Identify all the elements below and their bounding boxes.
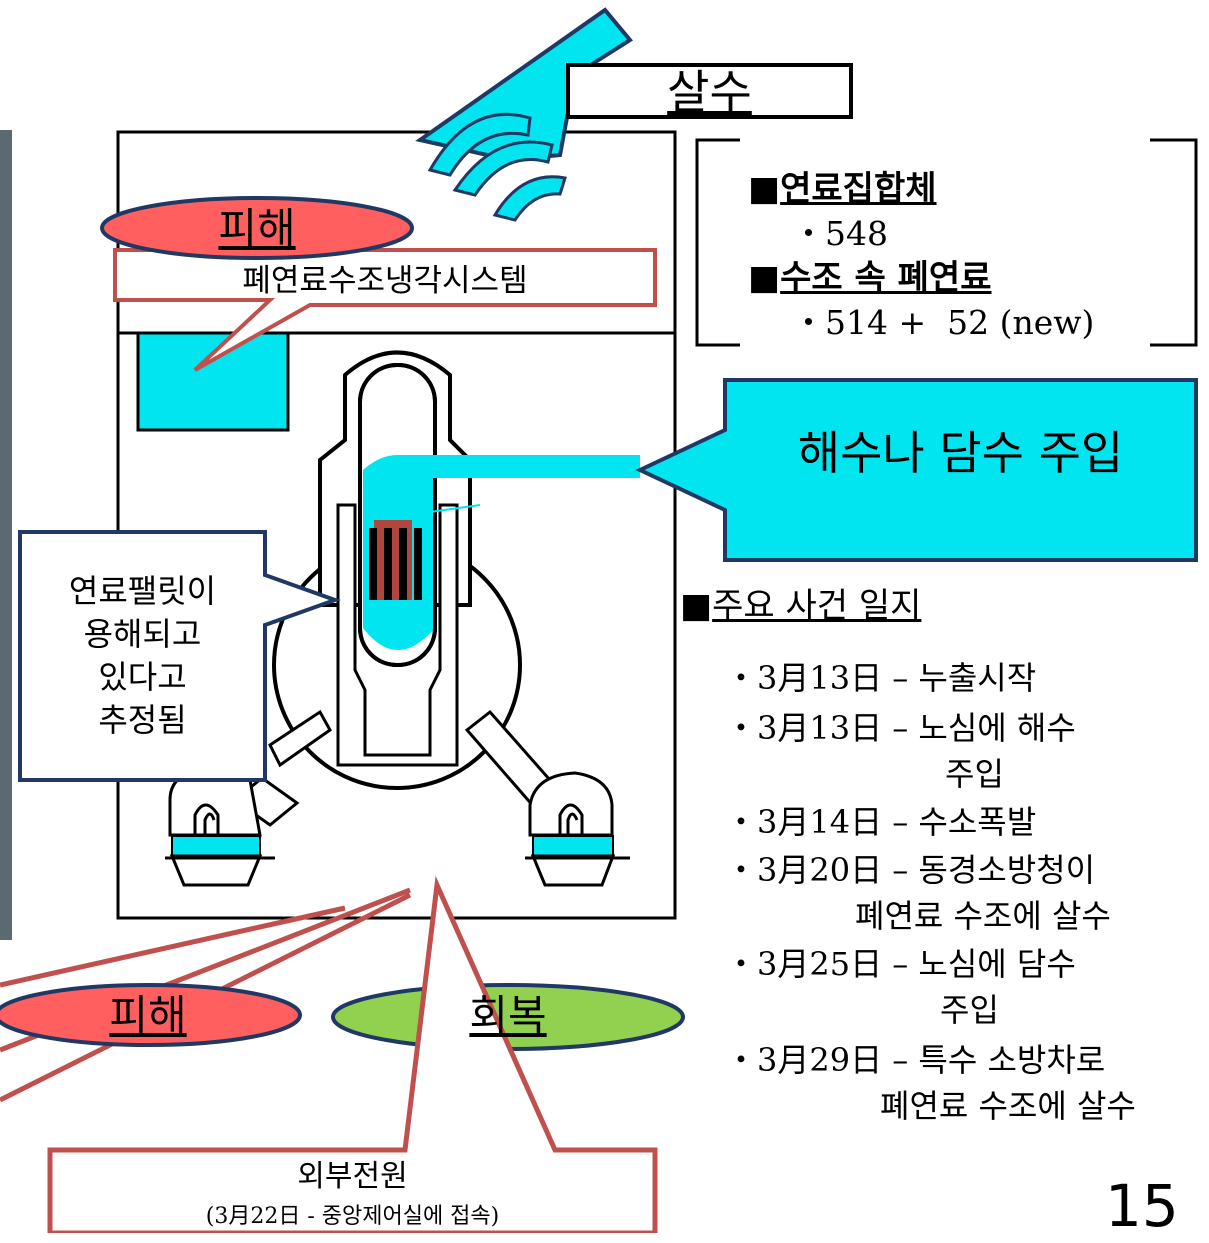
pool-heading: ■수조 속 폐연료 <box>748 258 992 298</box>
background-photo-strip <box>0 130 12 940</box>
spray-stream <box>427 112 532 177</box>
event-line: 주입 <box>945 755 1004 793</box>
fuel-rod <box>369 528 377 600</box>
events-heading: ■주요 사건 일지 <box>680 586 922 626</box>
pool-heading-text: 수조 속 폐연료 <box>780 258 992 298</box>
spray-label: 살수 <box>667 65 752 119</box>
damage-label-bottom: 피해 <box>109 991 187 1040</box>
fuel-rod <box>414 528 422 600</box>
fuel-rod <box>399 528 407 600</box>
assemblies-heading: ■연료집합체 <box>748 169 937 209</box>
event-line: ・3月14日 – 수소폭발 <box>725 803 1037 841</box>
power-line <box>0 905 346 988</box>
events-heading-text: 주요 사건 일지 <box>712 586 922 626</box>
event-line: ・3月25日 – 노심에 담수 <box>725 945 1076 983</box>
damage-ellipse-bottom <box>0 983 302 1047</box>
fuel-melt-line: 추정됨 <box>98 700 187 739</box>
spray-stream <box>492 175 567 222</box>
damage-ellipse-top <box>100 196 414 260</box>
fuel-melt-text: 연료팰릿이 용해되고 있다고 추정됨 <box>20 570 265 742</box>
event-line: ・3月29日 – 특수 소방차로 <box>725 1041 1106 1079</box>
damage-label-top: 피해 <box>218 204 296 253</box>
fuel-melt-line: 연료팰릿이 <box>68 572 217 610</box>
event-line: ・3月13日 – 노심에 해수 <box>725 709 1076 747</box>
event-line: 폐연료 수조에 살수 <box>855 897 1111 935</box>
bracket-left <box>695 138 740 347</box>
injection-label: 해수나 담수 주입 <box>797 426 1124 480</box>
external-power-callout <box>47 875 658 1233</box>
vent-pipe-left <box>268 709 332 768</box>
injection-arrow-callout <box>635 378 1198 562</box>
recovery-label: 회복 <box>469 991 547 1040</box>
fuel-rod <box>384 528 392 600</box>
reactor-pedestal <box>336 503 459 767</box>
pool-value: ・514 + 52 (new) <box>792 303 1095 342</box>
external-power-detail: (3月22日 - 중앙제어실에 접속) <box>205 1204 500 1229</box>
event-line: 주입 <box>940 991 999 1029</box>
fuel-melt-callout <box>18 530 341 782</box>
assemblies-heading-text: 연료집합체 <box>780 169 937 209</box>
fuel-melt-line: 있다고 <box>98 657 187 696</box>
injection-pipe <box>368 455 640 515</box>
spent-fuel-cooling-callout <box>113 248 657 372</box>
page-number: 15 <box>1105 1172 1179 1240</box>
assemblies-value: ・548 <box>792 214 888 253</box>
spray-stream <box>452 140 554 197</box>
spent-fuel-cooling-label: 폐연료수조냉각시스템 <box>242 263 528 299</box>
suppression-chamber-right <box>525 771 630 887</box>
external-power-title: 외부전원 <box>297 1159 408 1194</box>
suppression-chamber-left <box>165 768 275 887</box>
event-line: ・3月20日 – 동경소방청이 <box>725 851 1096 889</box>
event-line: 폐연료 수조에 살수 <box>880 1087 1136 1125</box>
event-line: ・3月13日 – 누출시작 <box>725 659 1037 697</box>
spent-fuel-pool <box>136 331 290 432</box>
fuel-melt-line: 용해되고 <box>83 614 202 653</box>
bracket-right <box>1150 138 1198 347</box>
spray-label-box <box>566 63 853 119</box>
